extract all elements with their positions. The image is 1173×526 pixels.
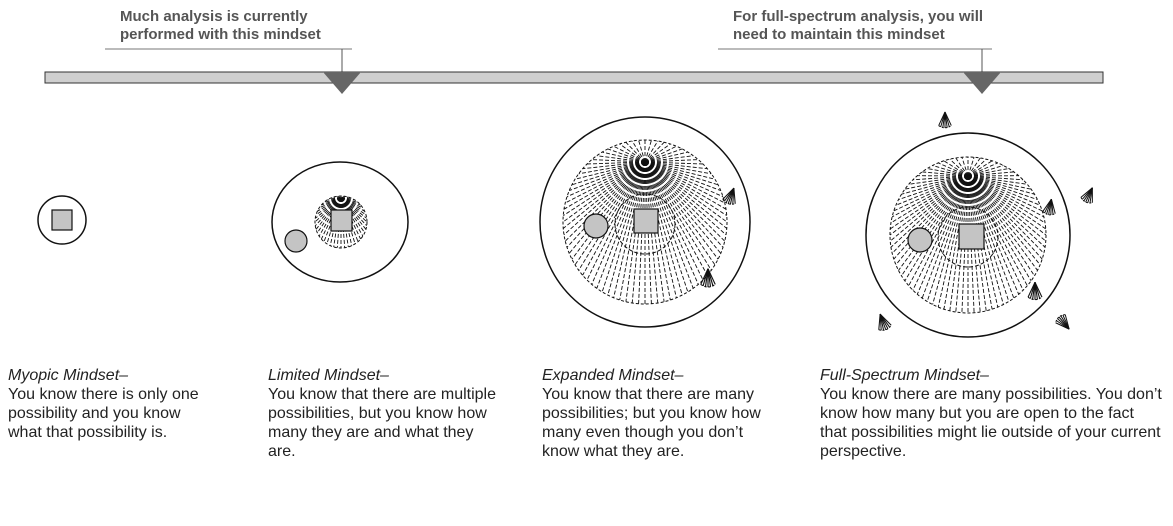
caption-limited-text: You know that there are multiple possibi… xyxy=(268,385,498,461)
caption-full-spectrum-title: Full-Spectrum Mindset– xyxy=(820,366,1165,385)
callout-left-line1: Much analysis is currently xyxy=(120,8,321,26)
caption-myopic-title: Myopic Mindset– xyxy=(8,366,208,385)
myopic-known-square xyxy=(52,210,72,230)
callout-right: For full-spectrum analysis, you will nee… xyxy=(733,8,983,44)
caption-full-spectrum-text: You know there are many possibilities. Y… xyxy=(820,385,1165,461)
expanded-known-square xyxy=(634,209,658,233)
callout-right-line2: need to maintain this mindset xyxy=(733,26,983,44)
caption-expanded: Expanded Mindset– You know that there ar… xyxy=(542,366,782,461)
expanded-circle-possibility xyxy=(584,214,608,238)
caption-full-spectrum: Full-Spectrum Mindset– You know there ar… xyxy=(820,366,1165,461)
mini-fan-glyph xyxy=(939,112,952,128)
caption-expanded-text: You know that there are many possibiliti… xyxy=(542,385,782,461)
mini-fan-glyph xyxy=(1080,185,1098,205)
spectrum-bar xyxy=(45,72,1103,83)
callout-left: Much analysis is currently performed wit… xyxy=(120,8,321,44)
expanded-mindset-figure xyxy=(540,117,750,327)
limited-circle-possibility xyxy=(285,230,307,252)
mini-fan-glyph xyxy=(874,312,892,332)
caption-myopic-text: You know there is only one possibility a… xyxy=(8,385,208,442)
limited-mindset-figure xyxy=(272,162,408,282)
caption-limited: Limited Mindset– You know that there are… xyxy=(268,366,498,461)
limited-known-square xyxy=(331,210,352,231)
full-spectrum-circle-possibility xyxy=(908,228,932,252)
callout-left-line2: performed with this mindset xyxy=(120,26,321,44)
mini-fan-glyph xyxy=(1054,313,1074,333)
callout-right-line1: For full-spectrum analysis, you will xyxy=(733,8,983,26)
full-spectrum-known-square xyxy=(959,224,984,249)
myopic-mindset-figure xyxy=(38,196,86,244)
caption-limited-title: Limited Mindset– xyxy=(268,366,498,385)
caption-expanded-title: Expanded Mindset– xyxy=(542,366,782,385)
full-spectrum-mindset-figure xyxy=(866,112,1098,337)
caption-myopic: Myopic Mindset– You know there is only o… xyxy=(8,366,208,442)
